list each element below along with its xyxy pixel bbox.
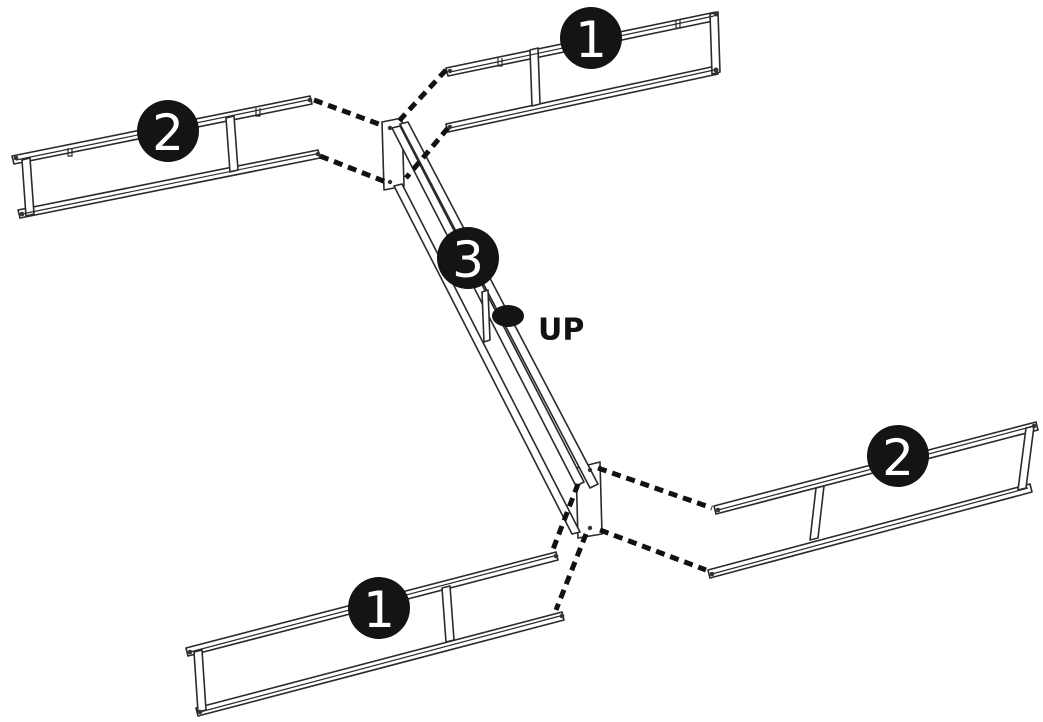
callout-label: 1: [575, 11, 607, 69]
beam-part-3: [381, 117, 603, 539]
connector-1top-upper: [396, 68, 448, 124]
callout-badge-3-beam: 3: [437, 227, 499, 289]
callout-badge-2-right: 2: [867, 425, 929, 487]
callout-label: 2: [152, 104, 184, 162]
connector-1bottom-lower: [553, 533, 589, 611]
callout-badge-1-top: 1: [560, 7, 622, 69]
connector-2left-lower: [319, 153, 387, 185]
connector-1top-lower: [404, 126, 450, 180]
connector-2left-upper: [313, 97, 385, 129]
connector-1bottom-upper: [549, 483, 581, 553]
up-dot-icon: [492, 305, 524, 327]
connector-2right-upper: [597, 465, 713, 511]
callout-label: 3: [452, 231, 484, 289]
orientation-marker: UP: [492, 305, 584, 348]
callout-label: 2: [882, 429, 914, 487]
callout-badge-1-bottom: 1: [348, 577, 410, 639]
callout-label: 1: [363, 581, 395, 639]
connection-lines: [313, 68, 713, 611]
connector-2right-lower: [599, 527, 707, 573]
callout-badge-2-left: 2: [137, 100, 199, 162]
up-label: UP: [538, 313, 584, 348]
